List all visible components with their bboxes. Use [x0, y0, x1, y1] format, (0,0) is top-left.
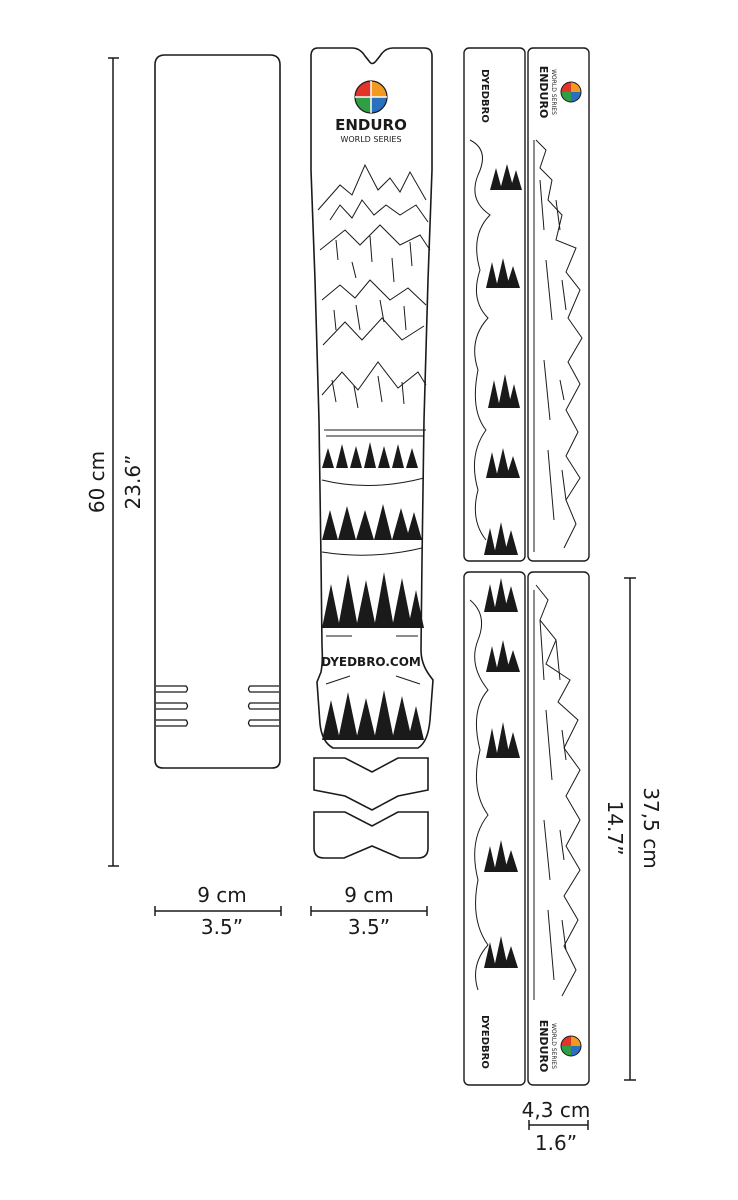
strip-top-left-art: DYEDBRO — [469, 69, 522, 555]
left-height-dimension: 60 cm 23.6” — [85, 57, 145, 867]
enduro-globe-icon — [354, 80, 388, 114]
strip-top-right-art: ENDURO WORLD SERIES — [533, 66, 583, 552]
strip-bottom-right-logo-sub: WORLD SERIES — [550, 1023, 557, 1069]
strip-top-right-logo-sub: WORLD SERIES — [550, 69, 557, 115]
panel-b-width-metric: 9 cm — [344, 883, 394, 907]
chevron-piece-upper — [313, 757, 429, 811]
strip-bottom-left — [463, 571, 526, 1086]
panel-a-width-dimension: 9 cm 3.5” — [154, 883, 282, 939]
panel-b-width-dimension: 9 cm 3.5” — [310, 883, 428, 939]
strip-bottom-left-maker: DYEDBRO — [479, 1015, 490, 1069]
strip-width-dimension: 4,3 cm 1.6” — [522, 1098, 591, 1155]
strip-bottom-right-art: ENDURO WORLD SERIES — [533, 584, 582, 1073]
strip-top-left-maker: DYEDBRO — [479, 69, 490, 123]
left-height-metric: 60 cm — [85, 451, 109, 513]
enduro-logo-word: ENDURO — [335, 116, 407, 134]
illustrated-guard-panel: ENDURO WORLD SERIES DYED — [310, 47, 434, 859]
forest-illustration — [322, 442, 424, 740]
strip-top-right-logo-word: ENDURO — [537, 66, 550, 119]
plain-guard-slits — [156, 685, 279, 727]
mountain-illustration — [317, 163, 431, 437]
strip-width-metric: 4,3 cm — [522, 1098, 591, 1122]
chevron-piece-lower — [313, 811, 429, 859]
strip-bottom-right-globe-icon — [560, 1035, 582, 1057]
strip-bottom-left-art: DYEDBRO — [469, 578, 520, 1069]
strip-top-left — [463, 47, 526, 562]
strip-bottom-left-trees — [484, 578, 520, 968]
plain-guard-panel — [154, 54, 281, 769]
strip-length-dimension: 37,5 cm 14.7” — [603, 577, 663, 1081]
strip-top-right — [527, 47, 590, 562]
strip-bottom-right — [527, 571, 590, 1086]
strip-length-metric: 37,5 cm — [639, 787, 663, 868]
enduro-logo-sub: WORLD SERIES — [340, 135, 401, 144]
ground-lines — [321, 477, 425, 685]
strip-width-imperial: 1.6” — [535, 1131, 577, 1155]
strip-top-right-globe-icon — [560, 81, 582, 103]
panel-a-width-metric: 9 cm — [197, 883, 247, 907]
strip-top-left-trees — [484, 164, 522, 555]
strip-length-imperial: 14.7” — [603, 801, 627, 856]
strip-bottom-right-logo-word: ENDURO — [537, 1020, 550, 1073]
strip-set — [463, 47, 590, 1086]
maker-url: DYEDBRO.COM — [321, 655, 421, 669]
panel-a-width-imperial: 3.5” — [201, 915, 243, 939]
panel-b-width-imperial: 3.5” — [348, 915, 390, 939]
left-height-imperial: 23.6” — [121, 455, 145, 510]
